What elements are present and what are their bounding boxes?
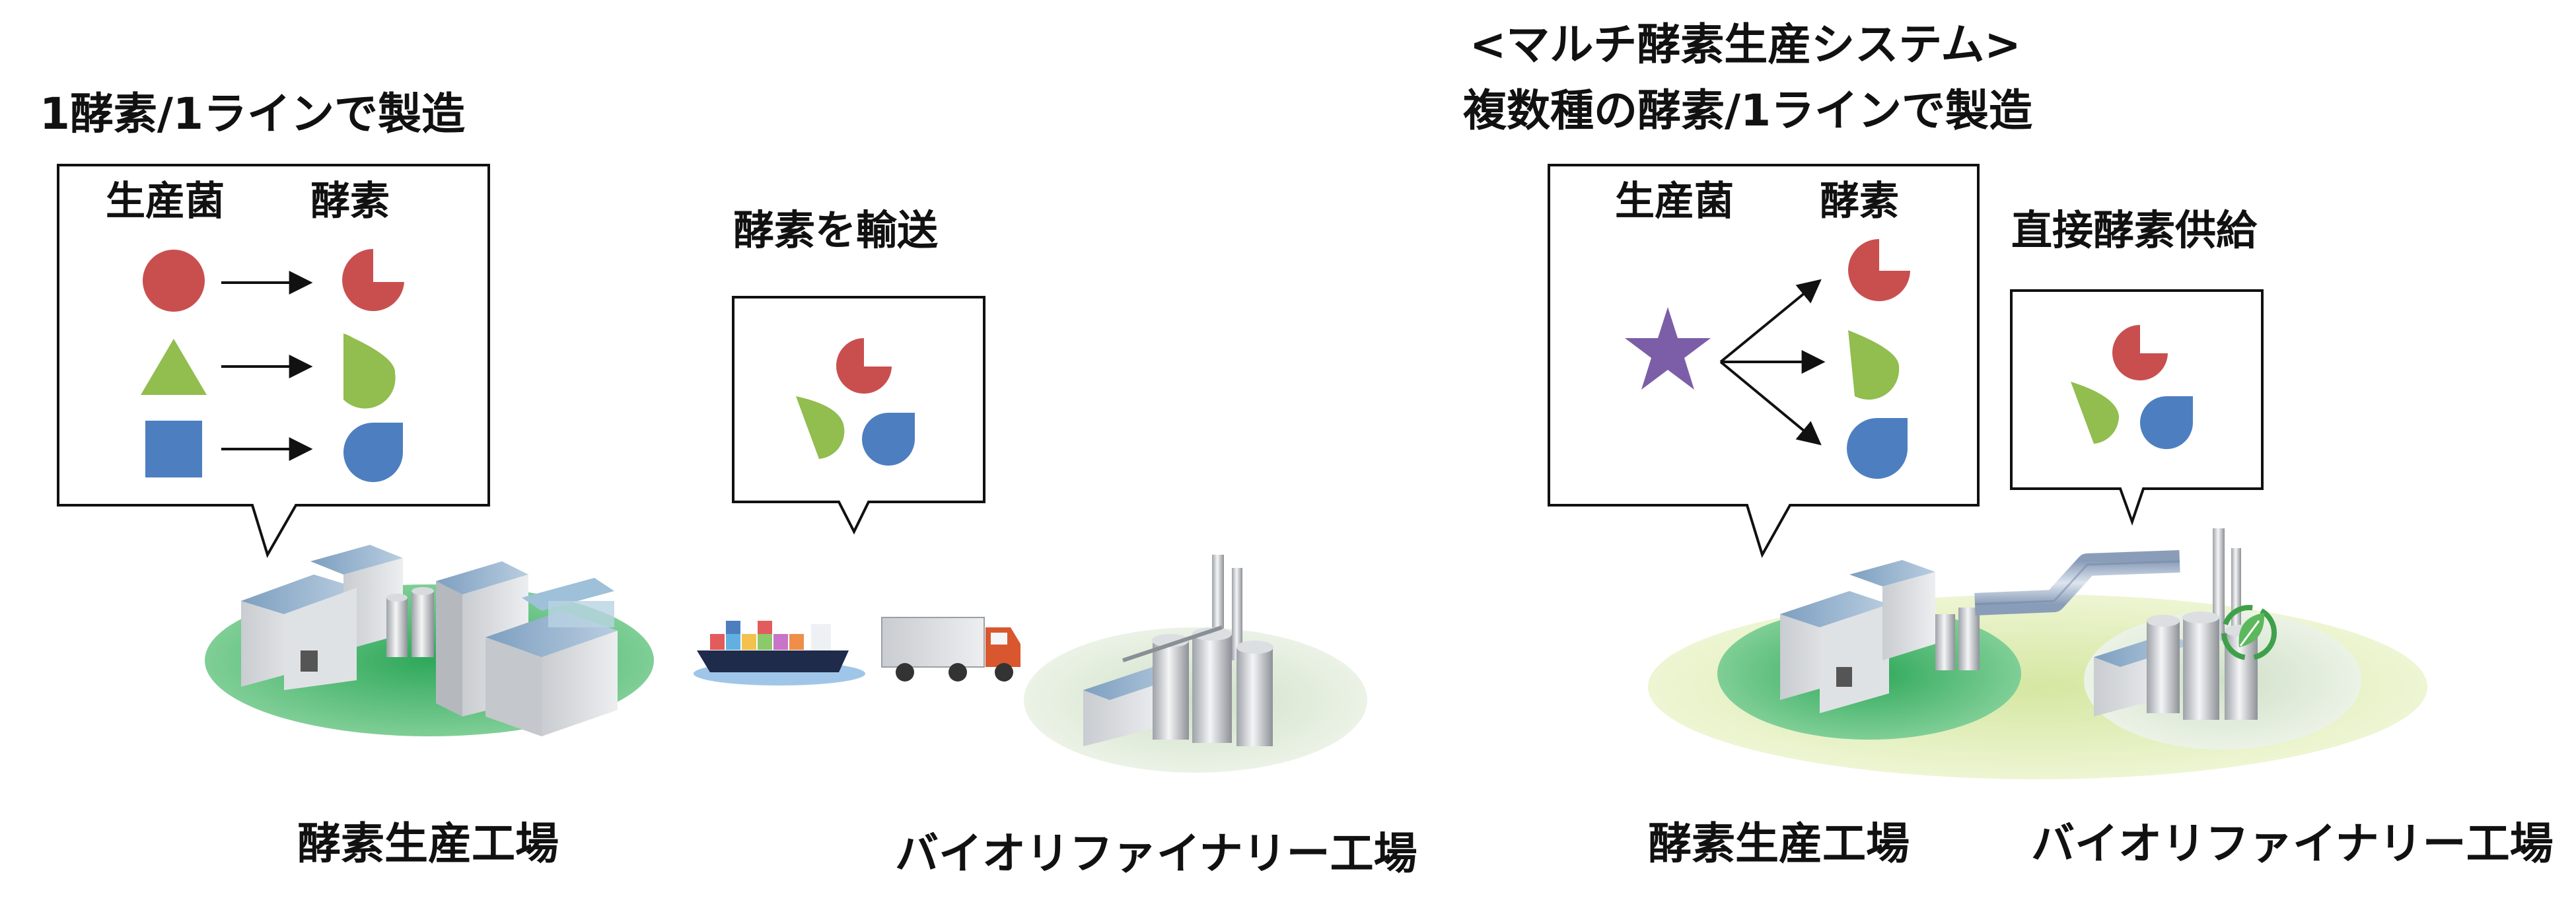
direct-supply-label: 直接酵素供給 [2011, 206, 2258, 254]
right-factory-icon [1780, 560, 1980, 713]
red-pacman-enzyme [342, 249, 404, 311]
transport-box [732, 296, 985, 535]
right-heading-line1: <マルチ酵素生産システム> [1470, 19, 2021, 70]
factory-icon [205, 545, 654, 736]
blue-square-microbe [145, 421, 202, 477]
leaf-recycle-icon [2221, 605, 2277, 660]
left-factory-label: 酵素生産工場 [297, 818, 559, 869]
left-heading: 1酵素/1ラインで製造 [40, 88, 465, 139]
blue-drop-enzyme [343, 423, 403, 482]
enzyme-production-box: 生産菌 酵素 [57, 164, 490, 558]
right-biorefinery-label: バイオリファイナリー工場 [2031, 818, 2554, 869]
left-biorefinery-label: バイオリファイナリー工場 [895, 828, 1417, 879]
green-triangle-microbe [141, 339, 207, 395]
direct-supply-box [2010, 289, 2264, 526]
multi-enzyme-box: 生産菌 酵素 [1548, 164, 1980, 559]
enzyme-label: 酵素 [310, 178, 390, 225]
right-enzyme-label: 酵素 [1820, 178, 1899, 225]
biorefinery-icon [1024, 555, 1367, 773]
right-producer-label: 生産菌 [1615, 178, 1734, 225]
purple-star-microbe [1625, 307, 1711, 390]
truck-icon [881, 617, 1020, 682]
red-circle-microbe [143, 250, 205, 312]
transport-label: 酵素を輸送 [733, 206, 938, 254]
pipeline-icon [1974, 550, 2180, 615]
container-ship-icon [694, 621, 865, 685]
right-factory-label: 酵素生産工場 [1648, 818, 1910, 869]
right-heading-line2: 複数種の酵素/1ラインで製造 [1463, 85, 2032, 136]
producer-label: 生産菌 [106, 178, 225, 225]
